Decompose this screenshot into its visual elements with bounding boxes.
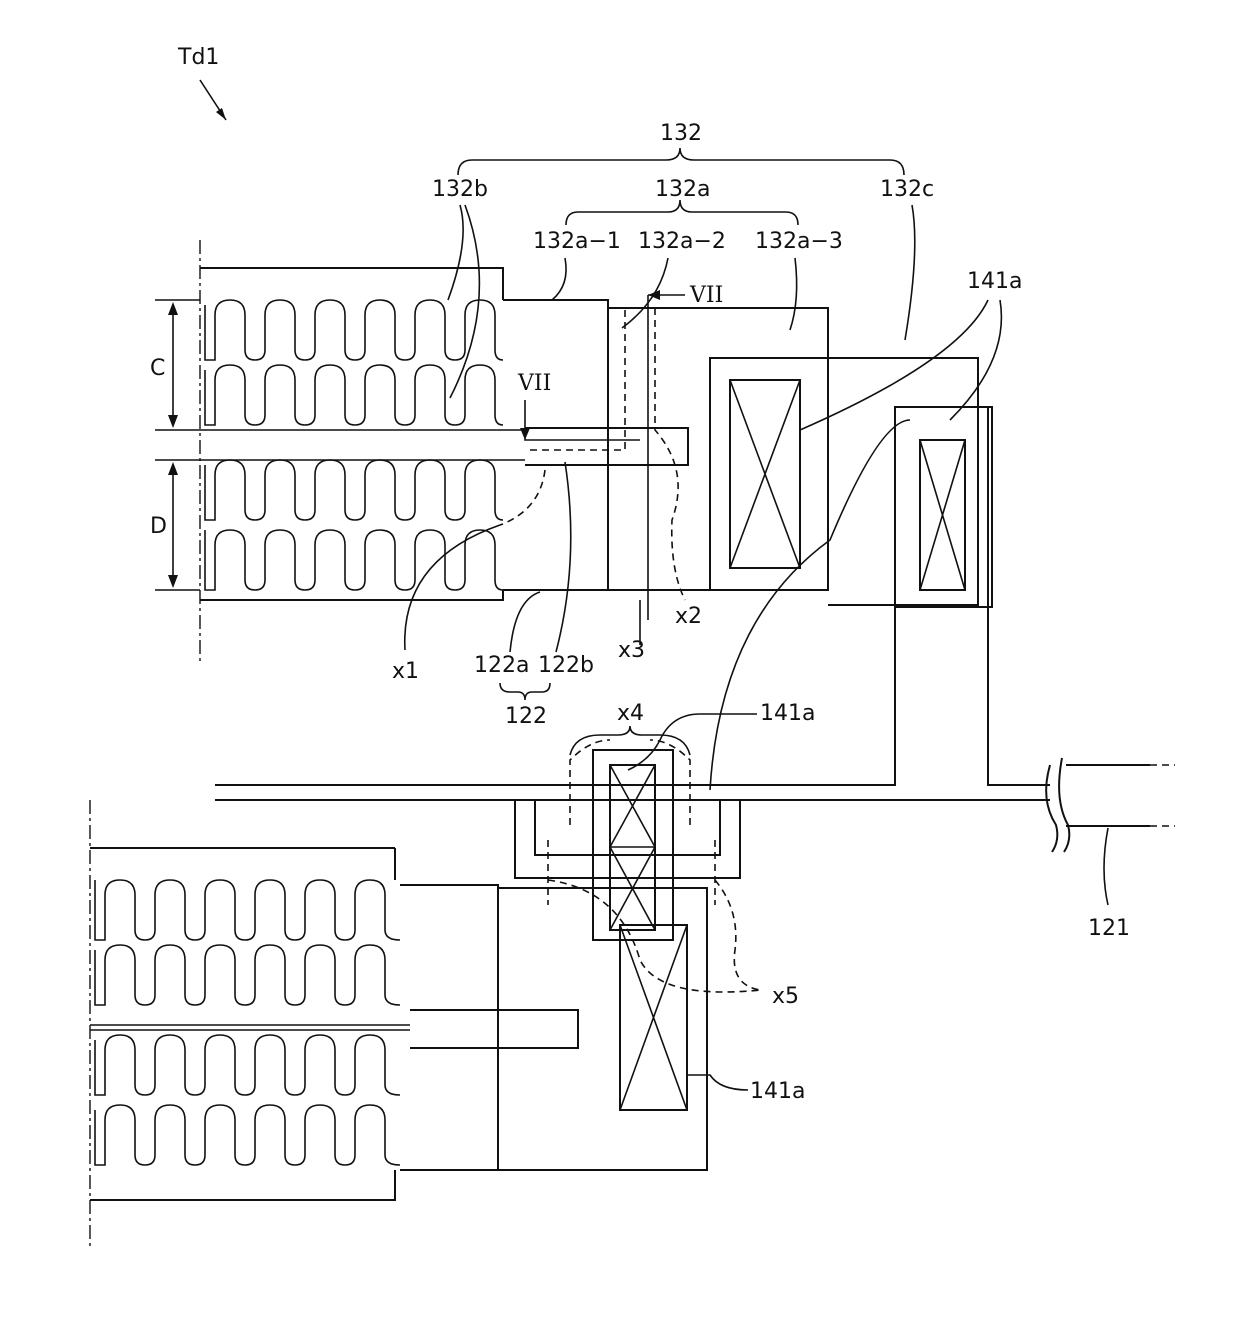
leader-132c	[905, 205, 915, 340]
bottom-serpentine-3	[95, 1035, 400, 1095]
leader-132a-2	[622, 258, 668, 328]
label-132b: 132b	[432, 177, 488, 202]
bottom-serpentine-2	[95, 945, 400, 1005]
bottom-drain-box-b	[498, 888, 707, 1170]
pixel-electrode-serpentine-2	[205, 365, 503, 425]
dashed-region-x2	[655, 308, 685, 600]
label-section-vii-left: VII	[517, 371, 551, 396]
contact-hole-141a-c-cross	[610, 765, 655, 930]
contact-hole-141a-d-cross	[620, 925, 687, 1110]
label-section-vii-top: VII	[689, 283, 723, 308]
label-132a-3: 132a−3	[755, 229, 843, 254]
data-line-left	[215, 607, 895, 785]
label-dim-d: D	[150, 514, 167, 539]
label-x1: x1	[392, 659, 419, 684]
drain-box-132a-2-3	[608, 308, 828, 590]
group-separator	[200, 430, 525, 460]
bottom-group-separator	[90, 1025, 410, 1030]
label-141a-top: 141a	[967, 269, 1022, 294]
label-dim-c: C	[150, 356, 165, 381]
brace-132a	[566, 200, 798, 225]
break-mark-b	[1059, 758, 1069, 852]
bottom-pixel-outer-bottom	[90, 1170, 395, 1200]
section-vii-left-arrow	[525, 400, 640, 440]
gate-line-121-continuation	[1150, 765, 1175, 826]
label-141a-mid: 141a	[760, 701, 815, 726]
label-132c: 132c	[880, 177, 934, 202]
label-132: 132	[660, 121, 702, 146]
label-x2: x2	[675, 604, 702, 629]
contact-frame-141a-c	[593, 750, 673, 940]
bottom-channel-stub	[410, 1010, 578, 1048]
contact-hole-141a-b-cross	[920, 440, 965, 590]
label-122: 122	[505, 704, 547, 729]
label-141a-bottom: 141a	[750, 1079, 805, 1104]
bottom-pixel	[90, 740, 1050, 1250]
label-x4: x4	[617, 701, 644, 726]
top-pixel	[155, 240, 1050, 785]
leader-141a-mid	[628, 714, 757, 770]
leader-132a-1	[552, 258, 566, 300]
top-pixel-outer-top	[200, 268, 503, 300]
dimension-ticks	[155, 300, 200, 590]
channel-stub-122	[525, 428, 688, 465]
frame-132c	[828, 358, 978, 605]
leader-122a	[510, 592, 540, 652]
label-x3: x3	[618, 638, 645, 663]
figure-id-label: Td1	[177, 45, 219, 70]
data-line-right	[988, 407, 1050, 785]
section-vii-top-arrowhead	[648, 290, 660, 300]
top-pixel-outer-bottom	[200, 590, 503, 600]
break-mark-a	[1046, 765, 1057, 852]
bottom-serpentine-1	[95, 880, 400, 940]
drain-box-132a-1	[503, 300, 608, 590]
leader-132b-a	[448, 205, 463, 300]
leader-141a-b	[950, 300, 1001, 420]
label-121: 121	[1088, 916, 1130, 941]
leader-141a-bottom	[688, 1075, 748, 1090]
brace-132	[458, 148, 904, 175]
brace-122	[500, 683, 550, 700]
dashed-region-x1b	[500, 470, 545, 525]
bottom-serpentine-4	[95, 1105, 400, 1165]
leader-x1	[405, 525, 500, 650]
dashed-region-x5-sides	[548, 840, 715, 905]
leader-121	[1104, 828, 1108, 905]
label-132a: 132a	[655, 177, 710, 202]
bottom-pixel-outer-top	[90, 848, 395, 880]
leader-132b-b	[450, 205, 479, 398]
label-132a-1: 132a−1	[533, 229, 621, 254]
leader-132a-3	[790, 258, 797, 330]
label-122b: 122b	[538, 653, 594, 678]
pixel-electrode-serpentine-3	[205, 460, 503, 520]
leader-122b	[556, 462, 571, 652]
contact-hole-141a-a-cross	[730, 380, 800, 568]
bottom-drain-box-a	[400, 885, 498, 1170]
label-122a: 122a	[474, 653, 529, 678]
dashed-region-x5-curve-b	[715, 880, 760, 990]
label-x5: x5	[772, 984, 799, 1009]
pixel-electrode-serpentine-4	[205, 530, 503, 590]
label-132a-2: 132a−2	[638, 229, 726, 254]
figure-pointer-arrowhead	[216, 108, 226, 120]
pixel-electrode-serpentine-1	[205, 300, 503, 360]
section-vii-left-arrowhead	[520, 428, 530, 440]
dashed-region-x4-left	[570, 740, 610, 825]
